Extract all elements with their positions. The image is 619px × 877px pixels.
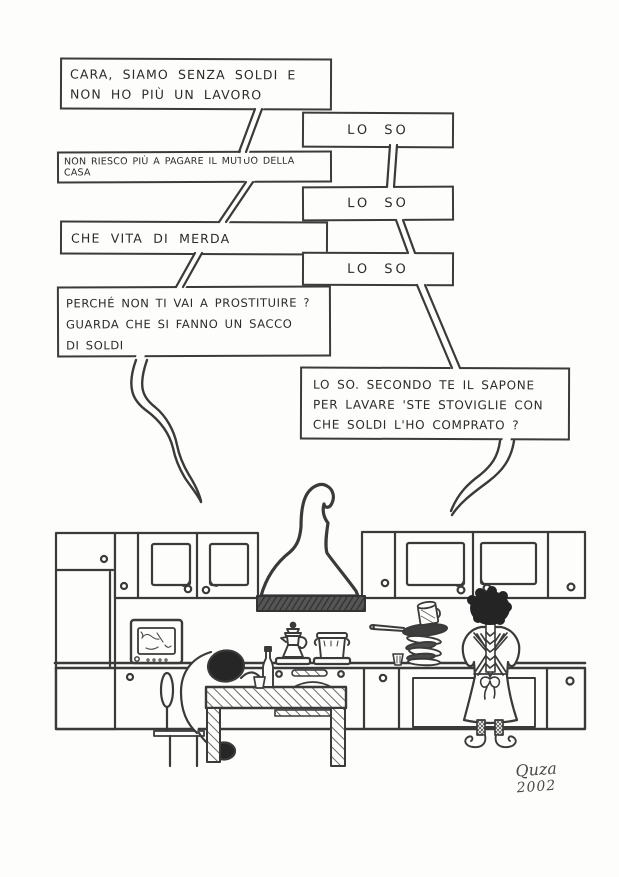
- speech-bubble-wife-3: LO SO: [301, 251, 455, 287]
- speech-bubble-husband-4: PERCHÉ NON TI VAI A PROSTITUIRE ? GUARDA…: [56, 285, 332, 358]
- speech-bubble-husband-2: NON RIESCO PIÙ A PAGARE IL MUTUO DELLA C…: [56, 150, 333, 184]
- stove-front: [274, 656, 352, 689]
- wife-braid: [485, 623, 496, 678]
- bubble-line: NON HO PIÙ UN LAVORO: [69, 86, 263, 103]
- husband-figure: [179, 649, 269, 761]
- wine-bottle: [262, 646, 274, 688]
- signature-year: 2002: [516, 777, 557, 797]
- upper-cabinets-right: [360, 530, 587, 600]
- bubble-line: LO SO: [347, 261, 409, 277]
- chair: [153, 671, 205, 768]
- kitchen-table: [204, 685, 348, 767]
- speech-bubble-husband-3: CHE VITA DI MERDA: [59, 220, 329, 256]
- bubble-line: NON RIESCO PIÙ A PAGARE IL MUTUO DELLA C…: [63, 155, 295, 179]
- bubble-line: CHE SOLDI L'HO COMPRATO ?: [312, 417, 520, 433]
- husband-head: [206, 649, 246, 683]
- bubble-line: PER LAVARE 'STE STOVIGLIE CON: [312, 397, 544, 413]
- wife-head: [467, 586, 512, 625]
- range-hood: [256, 482, 366, 612]
- tv-set: [129, 618, 184, 665]
- dish-stack: [405, 635, 442, 667]
- drinking-glass: [253, 676, 266, 689]
- wife-legs: [476, 719, 504, 736]
- wife-apron-bow: [479, 676, 501, 700]
- cooking-pot: [313, 632, 351, 659]
- speech-bubble-wife-1: LO SO: [301, 111, 455, 149]
- speech-bubble-wife-4: LO SO. SECONDO TE IL SAPONE PER LAVARE '…: [299, 366, 571, 441]
- bubble-line: CARA, SIAMO SENZA SOLDI E: [70, 66, 297, 83]
- water-glass: [392, 653, 404, 666]
- bubble-line: LO SO. SECONDO TE IL SAPONE: [313, 377, 535, 393]
- artist-signature: Quza 2002: [515, 759, 559, 797]
- bubble-line: PERCHÉ NON TI VAI A PROSTITUIRE ?: [65, 295, 311, 311]
- mug: [416, 600, 441, 626]
- moka-pot: [280, 621, 308, 658]
- speech-bubble-husband-1: CARA, SIAMO SENZA SOLDI E NON HO PIÙ UN …: [59, 57, 333, 111]
- tv-screen-cartoon: [140, 631, 172, 650]
- bubble-line: LO SO: [347, 195, 409, 212]
- wife-figure: [461, 586, 521, 749]
- speech-bubble-wife-2: LO SO: [301, 185, 455, 222]
- upper-cabinets-left: [113, 531, 260, 600]
- wife-shoes: [464, 734, 517, 749]
- bubble-line: CHE VITA DI MERDA: [70, 230, 231, 246]
- bubble-line: GUARDA CHE SI FANNO UN SACCO: [65, 316, 293, 332]
- frying-pan: [369, 623, 449, 637]
- bubble-line: LO SO: [347, 122, 409, 138]
- bubble-line: DI SOLDI: [66, 338, 124, 353]
